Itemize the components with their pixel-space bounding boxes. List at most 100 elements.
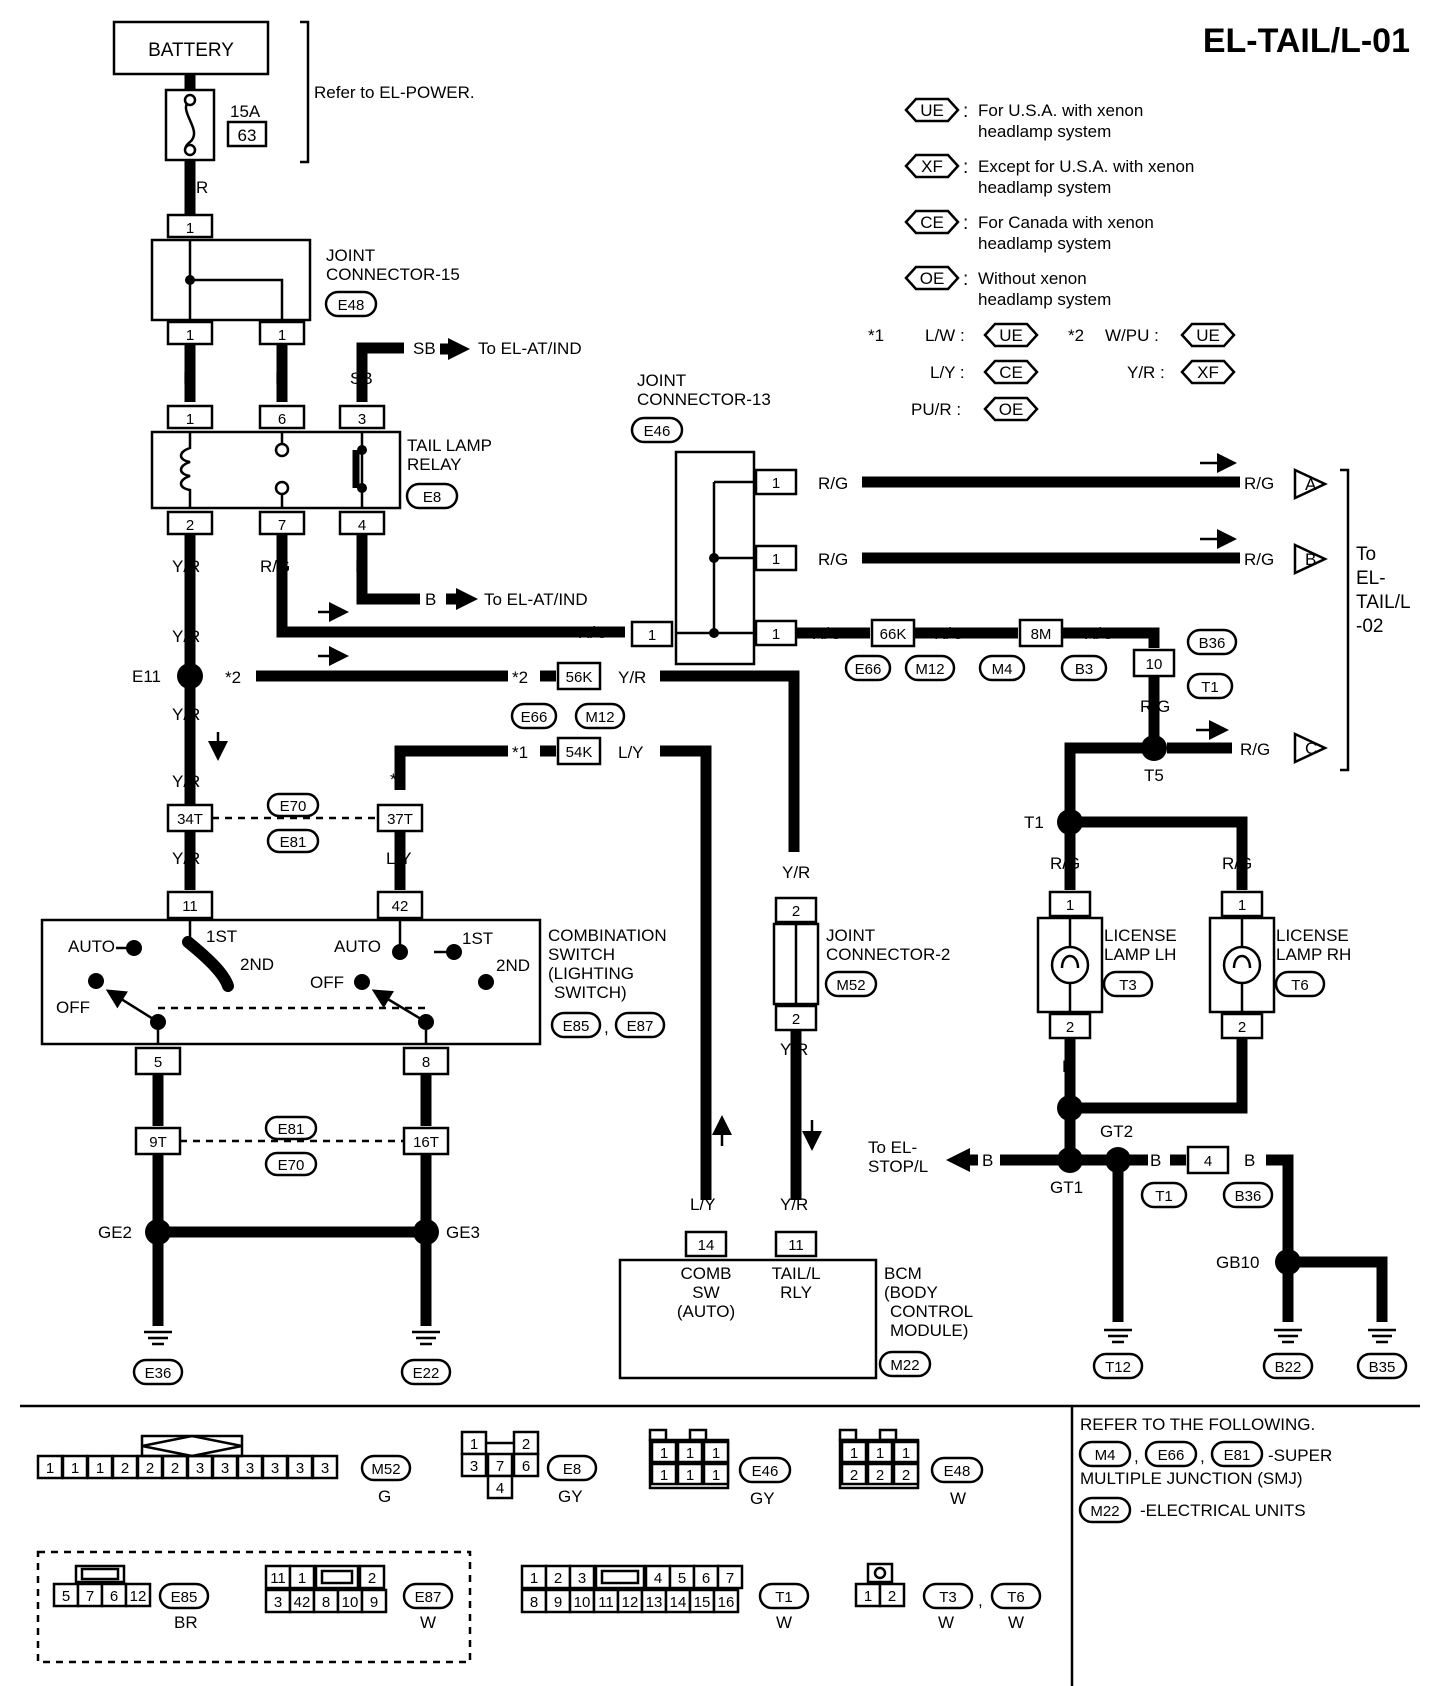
svg-text:E81: E81: [1224, 1447, 1251, 1464]
pin-label: 11: [598, 1594, 614, 1611]
svg-text:1: 1: [772, 475, 780, 492]
svg-text:56K: 56K: [566, 669, 593, 686]
pin-label: 1: [530, 1570, 538, 1587]
comb-switch-label: COMBINATION: [548, 926, 667, 945]
svg-text:B36: B36: [1199, 635, 1226, 652]
svg-text:R/G: R/G: [578, 623, 608, 642]
svg-text:11: 11: [270, 1570, 286, 1587]
svg-text:1: 1: [902, 1445, 910, 1462]
svg-text:1: 1: [772, 551, 780, 568]
svg-text:B: B: [152, 1090, 163, 1109]
svg-text:66K: 66K: [880, 626, 907, 643]
jc13-label: JOINT: [637, 371, 686, 390]
wire-label: R: [196, 178, 208, 197]
svg-text:16T: 16T: [413, 1134, 439, 1151]
svg-text:11: 11: [788, 1237, 804, 1254]
svg-text:5: 5: [154, 1054, 162, 1071]
svg-text:M52: M52: [371, 1461, 400, 1478]
svg-text:B: B: [420, 1172, 431, 1191]
pin-label: 6: [702, 1570, 710, 1587]
note-pur: PU/R :: [911, 400, 961, 419]
svg-text:T12: T12: [1105, 1359, 1131, 1376]
relay-label: TAIL LAMP: [407, 436, 492, 455]
pin-cell: [311, 1454, 339, 1480]
svg-text:1: 1: [772, 626, 780, 643]
svg-text:SB: SB: [350, 369, 373, 388]
note-star2: *2: [1068, 326, 1084, 345]
svg-text:TAIL/L: TAIL/L: [772, 1264, 821, 1283]
svg-text:9: 9: [370, 1594, 378, 1611]
svg-text:B: B: [152, 1172, 163, 1191]
to-el-stop-label: STOP/L: [868, 1157, 928, 1176]
svg-text:8: 8: [422, 1054, 430, 1071]
pin-label: 3: [321, 1460, 329, 1477]
svg-text:2: 2: [876, 1467, 884, 1484]
pin-label: 12: [622, 1594, 639, 1611]
svg-text:SB: SB: [413, 339, 436, 358]
svg-text:OFF: OFF: [56, 998, 90, 1017]
note-star1: *1: [868, 326, 884, 345]
legend-item-oe: OE : Without xenon headlamp system: [904, 265, 1111, 309]
svg-text:M22: M22: [1090, 1503, 1119, 1520]
svg-text:T6: T6: [1007, 1589, 1025, 1606]
pin-label: 7: [726, 1570, 734, 1587]
connector-view-e46: 1 1 1 1 1 1 E46 GY: [648, 1428, 792, 1508]
svg-text:,: ,: [604, 1018, 609, 1037]
svg-text:2: 2: [1238, 1019, 1246, 1036]
pin-label: 14: [670, 1594, 687, 1611]
svg-text:L/Y: L/Y: [386, 849, 412, 868]
svg-text:,: ,: [978, 1591, 983, 1610]
svg-text:Y/R: Y/R: [172, 705, 200, 724]
svg-text:6: 6: [522, 1458, 530, 1475]
jc13-label: CONNECTOR-13: [637, 390, 771, 409]
svg-text:RLY: RLY: [780, 1283, 812, 1302]
svg-text:B: B: [1282, 1303, 1293, 1322]
svg-text:R/G: R/G: [1240, 740, 1270, 759]
svg-text:3: 3: [470, 1458, 478, 1475]
note-code: OE: [999, 400, 1024, 419]
svg-text:GE2: GE2: [98, 1223, 132, 1242]
svg-text:1: 1: [660, 1445, 668, 1462]
svg-text:,: ,: [1134, 1447, 1139, 1466]
svg-text:1: 1: [712, 1467, 720, 1484]
svg-text:37T: 37T: [387, 811, 413, 828]
svg-text:2: 2: [186, 517, 194, 534]
svg-text:GE3: GE3: [446, 1223, 480, 1242]
svg-text:1: 1: [1066, 897, 1074, 914]
svg-text:Y/R: Y/R: [172, 772, 200, 791]
note-lw: L/W :: [925, 326, 965, 345]
svg-text:R/G: R/G: [1140, 697, 1170, 716]
svg-text:Y/R: Y/R: [172, 849, 200, 868]
svg-text:MULTIPLE JUNCTION (SMJ): MULTIPLE JUNCTION (SMJ): [1080, 1469, 1303, 1488]
connector-view-e87: 11 1 2 3 42 8 10 9 E87 W: [264, 1564, 454, 1632]
legend-item-ue: UE : For U.S.A. with xenon headlamp syst…: [904, 97, 1143, 141]
svg-text:T1: T1: [1155, 1188, 1173, 1205]
pin-cell: [568, 1564, 596, 1590]
svg-text:SW: SW: [692, 1283, 719, 1302]
to-el-tail-02: TAIL/L: [1356, 592, 1411, 613]
svg-text:6: 6: [110, 1588, 118, 1605]
svg-text:T1: T1: [1201, 679, 1219, 696]
svg-text:M12: M12: [915, 661, 944, 678]
svg-text:Y/R: Y/R: [172, 557, 200, 576]
svg-text:M12: M12: [585, 709, 614, 726]
svg-text:10: 10: [342, 1594, 359, 1611]
svg-text:8: 8: [322, 1594, 330, 1611]
svg-text:Y/R: Y/R: [780, 1040, 808, 1059]
connector-view-e8: 1 2 3 7 6 4 E8 GY: [460, 1430, 598, 1506]
battery-label: BATTERY: [148, 40, 234, 61]
legend-desc: For Canada with xenon: [978, 213, 1154, 232]
svg-text:E36: E36: [145, 1365, 172, 1382]
connector-e46: E46: [644, 423, 671, 440]
svg-text:M4: M4: [992, 661, 1013, 678]
jc15-label: JOINT: [326, 246, 375, 265]
svg-text:T3: T3: [939, 1589, 957, 1606]
svg-text:1: 1: [186, 327, 194, 344]
legend-desc: Except for U.S.A. with xenon: [978, 157, 1194, 176]
pin-label: 2: [146, 1460, 154, 1477]
pin-label: 1: [46, 1460, 54, 1477]
to-el-at-ind-label: To EL-AT/IND: [484, 590, 588, 609]
svg-text:10: 10: [1146, 656, 1163, 673]
